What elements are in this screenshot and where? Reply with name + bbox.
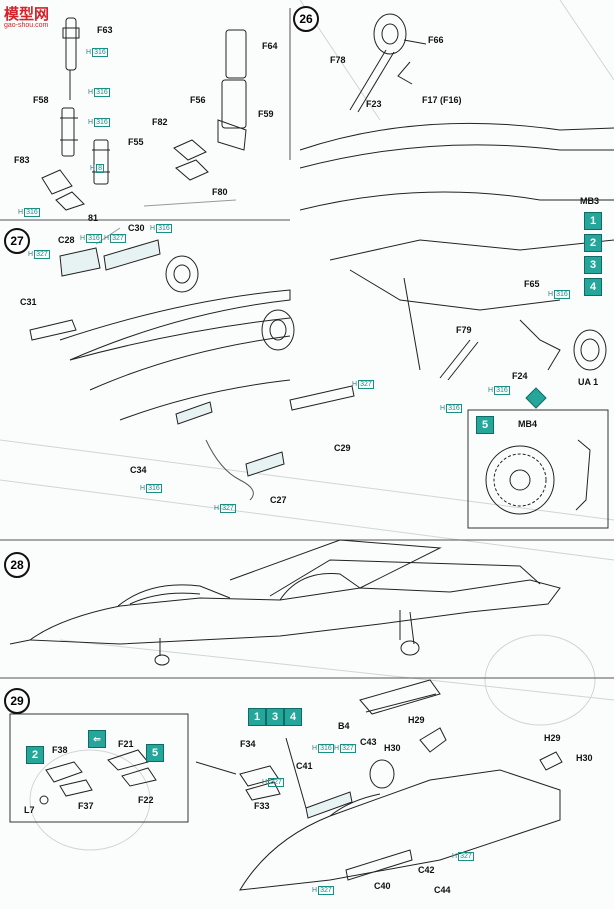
part-label: H29 — [544, 733, 561, 743]
part-label: C42 — [418, 865, 435, 875]
part-label: 81 — [88, 213, 99, 223]
part-label: C40 — [374, 881, 391, 891]
step-28: 28 — [4, 552, 30, 578]
part-label: F17 (F16) — [422, 95, 462, 105]
variant-badge-5: 5 — [476, 416, 494, 434]
watermark-url: gao-shou.com — [4, 22, 49, 29]
part-label: F24 — [512, 371, 528, 381]
part-label: F80 — [212, 187, 228, 197]
part-label: C41 — [296, 761, 313, 771]
part-label: F23 — [366, 99, 382, 109]
part-label: F79 — [456, 325, 472, 335]
variant-badge-1: 1 — [248, 708, 266, 726]
part-label: B4 — [338, 721, 350, 731]
part-label: F33 — [254, 801, 270, 811]
part-label: F58 — [33, 95, 49, 105]
part-label: F63 — [97, 25, 113, 35]
part-label: C28 — [58, 235, 75, 245]
part-label: C34 — [130, 465, 147, 475]
part-label: MB3 — [580, 196, 600, 206]
part-label: C44 — [434, 885, 451, 895]
part-label: F83 — [14, 155, 30, 165]
part-label: F59 — [258, 109, 274, 119]
variant-badge-4: 4 — [584, 278, 602, 296]
part-label: F21 — [118, 739, 134, 749]
step-26: 26 — [293, 6, 319, 32]
part-label: L7 — [24, 805, 35, 815]
part-label: F22 — [138, 795, 154, 805]
step-29: 29 — [4, 688, 30, 714]
part-label: F82 — [152, 117, 168, 127]
variant-badge-2: 2 — [584, 234, 602, 252]
variant-badge-3: 3 — [266, 708, 284, 726]
step-27: 27 — [4, 228, 30, 254]
part-label: C43 — [360, 737, 377, 747]
variant-badge-3: 3 — [584, 256, 602, 274]
part-label: F65 — [524, 279, 540, 289]
part-label: C30 — [128, 223, 145, 233]
part-label: F55 — [128, 137, 144, 147]
part-label: H30 — [576, 753, 593, 763]
part-label: H29 — [408, 715, 425, 725]
part-label: H30 — [384, 743, 401, 753]
variant-badge-2: 2 — [26, 746, 44, 764]
part-label: C31 — [20, 297, 37, 307]
part-label: F38 — [52, 745, 68, 755]
part-label: MB4 — [518, 419, 538, 429]
part-label: F37 — [78, 801, 94, 811]
part-label: C29 — [334, 443, 351, 453]
variant-badge-5: 5 — [146, 744, 164, 762]
part-label: F64 — [262, 41, 278, 51]
part-label: F34 — [240, 739, 256, 749]
variant-badge-1: 1 — [584, 212, 602, 230]
part-label: F66 — [428, 35, 444, 45]
part-label: F56 — [190, 95, 206, 105]
part-label: F78 — [330, 55, 346, 65]
part-label: UA 1 — [578, 377, 599, 387]
part-label: C27 — [270, 495, 287, 505]
variant-badge-4: 4 — [284, 708, 302, 726]
arrow-symbol-icon: ⇐ — [88, 730, 106, 748]
watermark-brand: 模型网 — [4, 6, 50, 23]
